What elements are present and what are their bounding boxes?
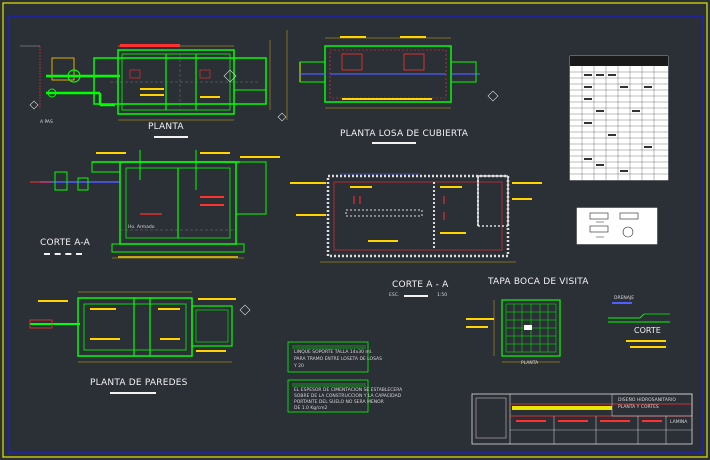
tapa-boca-title: TAPA BOCA DE VISITA [488, 277, 589, 287]
scale-label-left: ESC. [389, 293, 400, 298]
a-pas-label: A PAS [40, 120, 53, 125]
title-block-lamina: LAMINA [670, 420, 688, 425]
corte-aa-middle-title: CORTE A - A [392, 280, 449, 290]
title-block-project: DISEÑO HIDROSANITARIO [618, 398, 676, 403]
corte-aa-middle-underline [404, 295, 428, 297]
tapa-boca-drawing [466, 299, 561, 363]
note1-line3: Y 20 [294, 364, 304, 369]
note1-line1: LINQUE SOPORTE TALLA 14x30 ml. [294, 350, 373, 355]
planta-title: PLANTA [148, 122, 184, 132]
note2-line2: SOBRE DE LA CONSTRUCCION Y LA CAPACIDAD [294, 394, 402, 399]
inner-frame [8, 15, 704, 454]
symbol-legend-box [576, 207, 658, 245]
corte-aa-middle-drawing [290, 173, 542, 263]
note2-line3: PORTANTE DEL SUELO NO SERA MENOR [294, 400, 384, 405]
planta-title-underline [154, 136, 188, 138]
corte-small-drawing [608, 302, 670, 348]
corte-aa-left-drawing [30, 150, 280, 259]
corte-small-title: CORTE [634, 326, 661, 335]
planta-losa-drawing [277, 30, 499, 122]
corte-aa-left-underline [44, 253, 82, 255]
tapa-planta-label: PLANTA [521, 361, 539, 366]
note2-line1: EL ESPESOR DE CIMENTACION SE ESTABLECERA [294, 388, 403, 393]
planta-paredes-underline [110, 392, 156, 394]
title-block-sheet: PLANTA Y CORTES [618, 405, 659, 410]
planta-losa-underline [372, 142, 416, 144]
corte-aa-left-title: CORTE A-A [40, 238, 90, 248]
hormigon-label: Ho. Armado [128, 225, 155, 230]
notes [287, 341, 369, 413]
note2-line4: DE 1.0 Kg/cm2 [294, 406, 328, 411]
scale-label-right: 1:50 [437, 293, 448, 298]
title-block [471, 393, 693, 445]
data-table [569, 55, 669, 181]
drenaje-label: DRENAJE [614, 296, 635, 301]
planta-paredes-title: PLANTA DE PAREDES [90, 378, 188, 388]
planta-drawing [20, 40, 271, 121]
planta-losa-title: PLANTA LOSA DE CUBIERTA [340, 129, 469, 139]
planta-paredes-drawing [29, 291, 251, 363]
note1-line2: PARA TRAMO ENTRE LOSETA DE LOSAS [294, 357, 382, 362]
